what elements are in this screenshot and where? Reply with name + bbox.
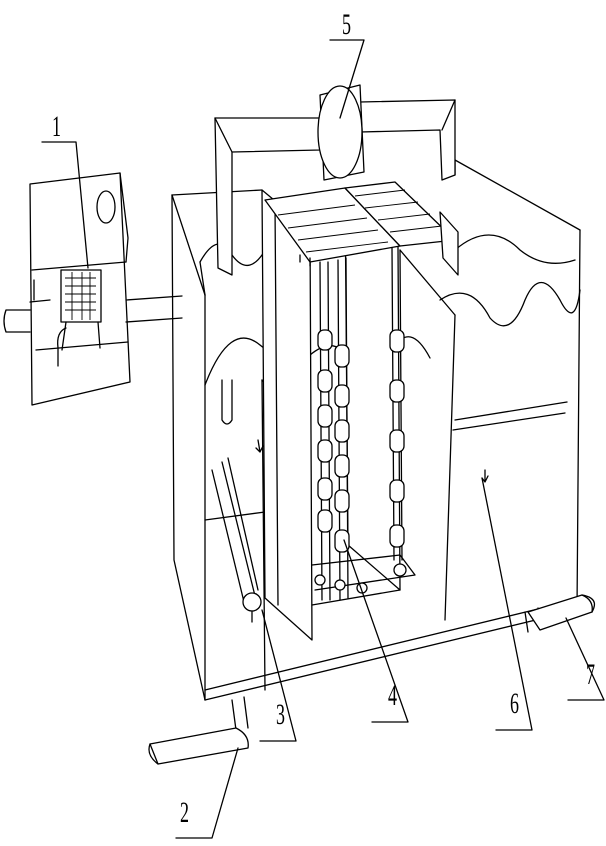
control-box bbox=[29, 172, 131, 406]
leader-lines bbox=[41, 39, 605, 839]
heater-tube bbox=[211, 439, 264, 623]
label-4: 4 bbox=[388, 680, 397, 713]
reference-labels: 1 5 2 3 4 6 7 bbox=[52, 9, 595, 830]
flow-arrow bbox=[481, 469, 489, 483]
label-7: 7 bbox=[586, 659, 595, 692]
media-cylinders bbox=[317, 329, 405, 553]
label-5: 5 bbox=[342, 9, 351, 42]
motor-assembly bbox=[214, 84, 456, 425]
outlet-pipe bbox=[524, 594, 596, 633]
label-2: 2 bbox=[180, 797, 189, 830]
inlet-pipe bbox=[148, 696, 249, 765]
label-3: 3 bbox=[276, 699, 285, 732]
label-6: 6 bbox=[510, 688, 519, 721]
filter-frame-left bbox=[261, 189, 313, 641]
tank-body bbox=[171, 159, 581, 701]
label-1: 1 bbox=[52, 111, 61, 144]
top-rail-grid bbox=[264, 181, 459, 276]
